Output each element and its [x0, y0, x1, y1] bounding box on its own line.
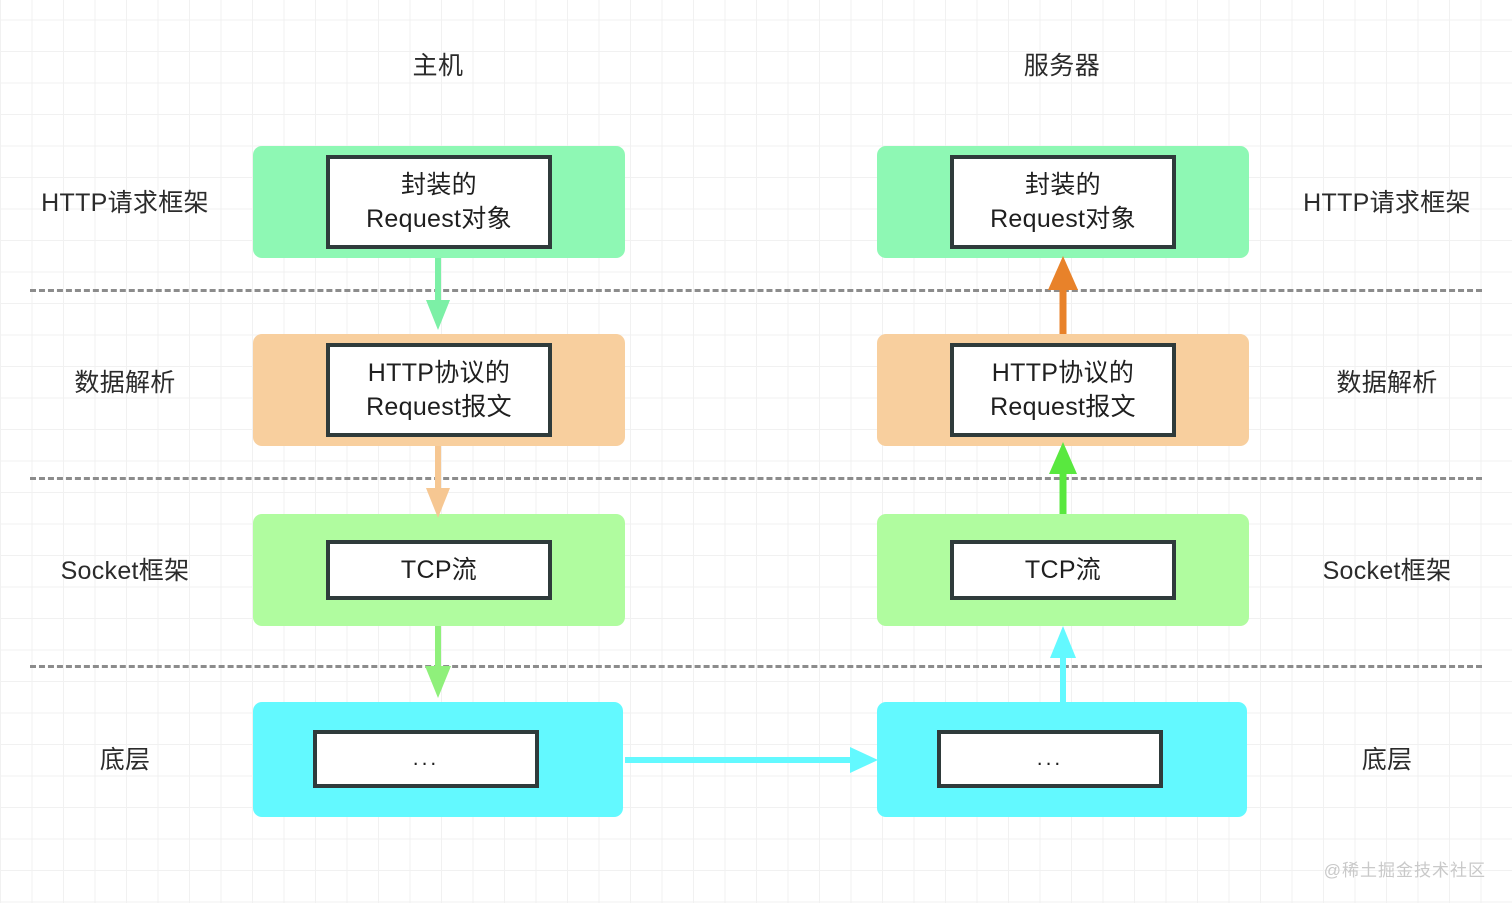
arrow-network-transfer	[625, 747, 878, 773]
server-box-request-object: 封装的 Request对象	[950, 155, 1176, 249]
watermark: @稀土掘金技术社区	[1323, 861, 1486, 880]
layer-label-right-underlying: 底层	[1361, 746, 1413, 774]
arrow-server-low-to-socket	[1050, 626, 1076, 702]
layer-separator-3	[30, 665, 1482, 668]
arrow-host-http-to-parse	[426, 258, 450, 330]
layer-label-right-socket-framework: Socket框架	[1322, 557, 1452, 585]
host-block-data-parsing: HTTP协议的 Request报文	[253, 334, 625, 446]
column-title-server: 服务器	[1023, 52, 1101, 80]
server-box-request-message: HTTP协议的 Request报文	[950, 343, 1176, 437]
host-block-http-request-framework: 封装的 Request对象	[253, 146, 625, 258]
layer-label-right-data-parsing: 数据解析	[1336, 369, 1438, 397]
server-block-socket-framework: TCP流	[877, 514, 1249, 626]
server-block-data-parsing: HTTP协议的 Request报文	[877, 334, 1249, 446]
server-box-tcp-stream: TCP流	[950, 540, 1176, 600]
layer-label-left-data-parsing: 数据解析	[74, 369, 176, 397]
host-box-request-object: 封装的 Request对象	[326, 155, 552, 249]
arrow-server-parse-to-http	[1048, 256, 1078, 334]
host-box-tcp-stream: TCP流	[326, 540, 552, 600]
layer-label-left-underlying: 底层	[99, 746, 151, 774]
server-block-underlying: ...	[877, 702, 1247, 817]
host-box-request-message: HTTP协议的 Request报文	[326, 343, 552, 437]
layer-label-left-http-request-framework: HTTP请求框架	[41, 189, 209, 217]
host-block-socket-framework: TCP流	[253, 514, 625, 626]
arrow-host-parse-to-socket	[426, 446, 450, 518]
layer-separator-2	[30, 477, 1482, 480]
layer-label-left-socket-framework: Socket框架	[60, 557, 190, 585]
column-title-host: 主机	[412, 52, 464, 80]
layer-separator-1	[30, 289, 1482, 292]
host-block-underlying: ...	[253, 702, 623, 817]
server-box-ellipsis: ...	[937, 730, 1163, 788]
layer-label-right-http-request-framework: HTTP请求框架	[1303, 189, 1471, 217]
arrow-host-socket-to-low	[425, 626, 451, 698]
host-box-ellipsis: ...	[313, 730, 539, 788]
server-block-http-request-framework: 封装的 Request对象	[877, 146, 1249, 258]
